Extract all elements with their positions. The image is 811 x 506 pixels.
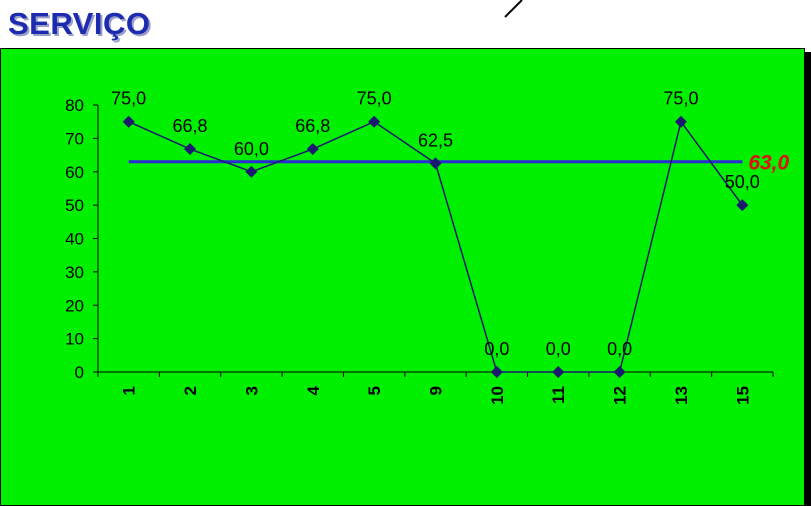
slash-stroke	[504, 0, 523, 18]
series-group	[122, 115, 749, 378]
decorative-slash-line	[504, 0, 523, 18]
data-label: 75,0	[111, 89, 146, 109]
x-tick-label: 12	[611, 386, 630, 405]
x-tick-label: 1	[120, 386, 139, 395]
x-tick-label: 3	[242, 386, 261, 395]
data-point-marker	[736, 199, 749, 212]
data-label: 60,0	[234, 139, 269, 159]
x-tick-label: 10	[488, 386, 507, 405]
chart-background	[1, 49, 804, 505]
y-tick-label: 80	[65, 96, 84, 115]
data-point-marker	[368, 115, 381, 128]
y-tick-label: 10	[65, 330, 84, 349]
data-label: 0,0	[607, 339, 632, 359]
data-label: 66,8	[295, 116, 330, 136]
data-point-marker	[184, 143, 197, 156]
data-label: 62,5	[418, 130, 453, 150]
y-tick-label: 0	[75, 363, 84, 382]
x-tick-label: 13	[672, 386, 691, 405]
data-label: 0,0	[484, 339, 509, 359]
y-tick-label: 30	[65, 263, 84, 282]
data-label: 75,0	[663, 89, 698, 109]
data-point-marker	[613, 366, 626, 378]
x-tick-label: 4	[304, 385, 323, 395]
data-label: 66,8	[173, 116, 208, 136]
x-tick-label: 15	[733, 386, 752, 405]
data-label: 75,0	[357, 89, 392, 109]
data-point-marker	[490, 366, 503, 378]
data-label: 50,0	[725, 172, 760, 192]
y-tick-label: 40	[65, 230, 84, 249]
data-label: 0,0	[546, 339, 571, 359]
data-point-marker	[122, 115, 135, 128]
data-point-marker	[245, 165, 258, 178]
y-tick-label: 50	[65, 196, 84, 215]
y-axis-ticks: 0 10 20 30 40 50 60 70 80	[65, 96, 98, 382]
page-title: SERVIÇO	[8, 6, 151, 41]
x-tick-label: 5	[365, 386, 384, 395]
y-tick-label: 20	[65, 296, 84, 315]
data-labels: 75,0 66,8 60,0 66,8 75,0 62,5 0,0 0,0 0,0 75,0 50,…	[111, 89, 760, 359]
data-point-marker	[674, 115, 687, 128]
x-tick-label: 11	[549, 386, 568, 404]
y-tick-label: 60	[65, 163, 84, 182]
x-tick-label: 2	[181, 386, 200, 395]
x-tick-label: 9	[427, 386, 446, 395]
data-point-marker	[306, 143, 319, 156]
data-point-marker	[552, 366, 565, 378]
y-tick-label: 70	[65, 129, 84, 148]
data-point-marker	[429, 157, 442, 170]
average-value-label: 63,0	[748, 152, 789, 175]
